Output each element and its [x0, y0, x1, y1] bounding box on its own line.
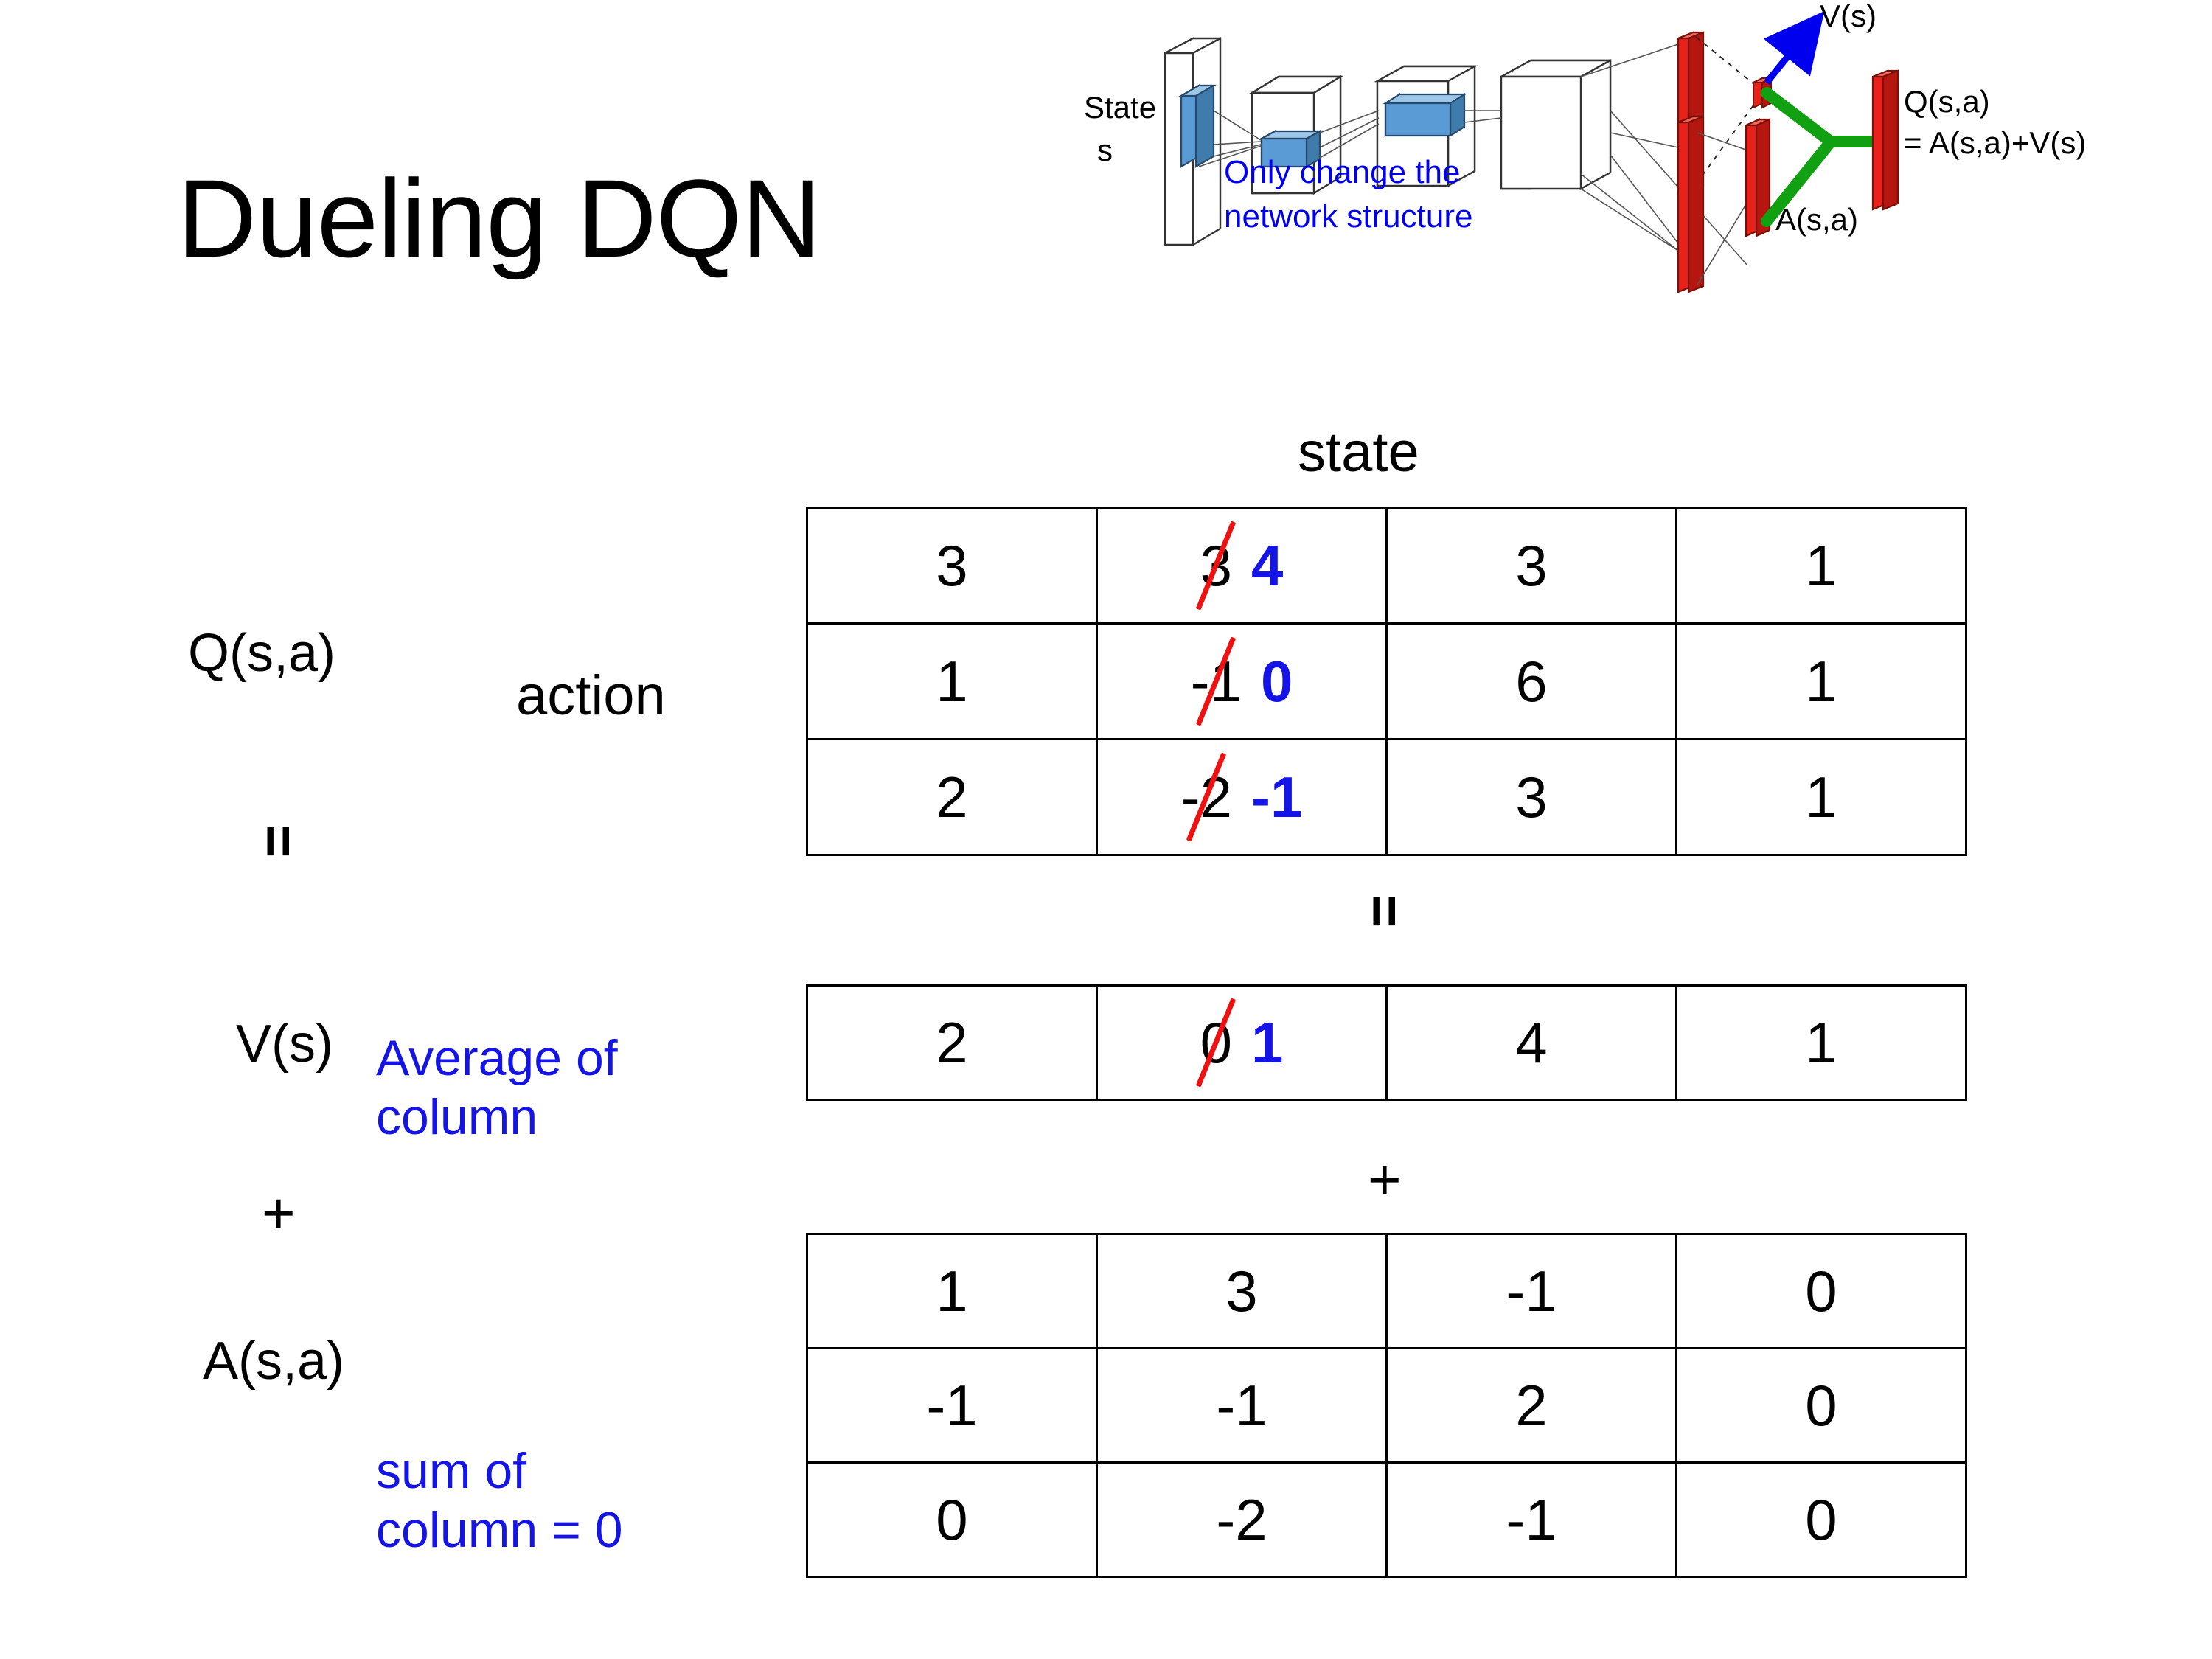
strikethrough-mark	[1196, 521, 1237, 611]
table-cell: -2	[1096, 1461, 1388, 1578]
struck-old-value: -1	[1191, 636, 1242, 726]
strikethrough-mark	[1196, 636, 1237, 726]
revised-value: 4	[1251, 532, 1284, 598]
diagram-note-line1: Only change the	[1224, 154, 1460, 190]
strikethrough-mark	[1186, 752, 1227, 842]
table-row: 20141	[806, 984, 1967, 1101]
plus-sign-center: +	[1368, 1147, 1402, 1212]
table-cell: 4	[1385, 984, 1677, 1101]
diagram-state-label-line1: State	[1084, 90, 1156, 125]
page-title: Dueling DQN	[177, 156, 821, 280]
table-cell: 3	[1096, 1233, 1388, 1349]
equals-sign-center: =	[1352, 894, 1418, 928]
struck-old-value: 0	[1196, 998, 1237, 1088]
axis-label-state: state	[1298, 421, 1419, 484]
table-cell: 0	[806, 1461, 1098, 1578]
table-cell: 0	[1675, 1461, 1967, 1578]
v-table-body: 20141	[806, 984, 1967, 1101]
table-row: 33431	[806, 507, 1967, 625]
table-cell: -1	[1385, 1233, 1677, 1349]
diagram-state-label-line2: s	[1097, 133, 1113, 167]
diagram-value-label: V(s)	[1820, 0, 1877, 33]
strikethrough-mark	[1196, 998, 1237, 1088]
diagram-advantage-label: A(s,a)	[1775, 202, 1858, 237]
table-cell: 1	[1675, 507, 1967, 625]
table-cell: 1	[806, 1233, 1098, 1349]
table-cell: 1	[1675, 738, 1967, 856]
sum-note-line1: sum of	[376, 1443, 527, 1499]
a-function-label: A(s,a)	[203, 1332, 345, 1391]
table-cell: 3	[1385, 507, 1677, 625]
table-cell: 3	[806, 507, 1098, 625]
table-cell: -1	[1096, 1347, 1388, 1464]
table-cell: -1 0	[1096, 622, 1388, 740]
struck-old-value: -2	[1181, 752, 1232, 842]
average-note-line2: column	[376, 1089, 538, 1146]
table-cell: 3	[1385, 738, 1677, 856]
revised-value: 0	[1260, 648, 1293, 714]
table-cell: 01	[1096, 984, 1388, 1101]
diagram-note-line2: network structure	[1224, 198, 1472, 234]
table-row: 2 -2 -1 31	[806, 738, 1967, 856]
table-cell: 34	[1096, 507, 1388, 625]
revised-value: -1	[1251, 764, 1303, 830]
table-cell: -1	[1385, 1461, 1677, 1578]
table-cell: -2 -1	[1096, 738, 1388, 856]
struck-old-value: 3	[1196, 521, 1237, 611]
revised-value: 1	[1251, 1009, 1284, 1075]
average-of-column-note: Average of column	[376, 1029, 723, 1147]
table-cell: 0	[1675, 1347, 1967, 1464]
table-cell: 2	[806, 738, 1098, 856]
dueling-network-diagram: V(s) A(s,a) Q(s,a) = A(s	[1084, 0, 2212, 413]
table-cell: 1	[806, 622, 1098, 740]
axis-label-action: action	[516, 664, 666, 727]
diagram-q-label-line2: = A(s,a)+V(s)	[1904, 125, 2086, 160]
v-value-table: 20141	[806, 984, 1967, 1101]
q-function-label: Q(s,a)	[188, 624, 336, 683]
plus-sign-left: +	[262, 1180, 296, 1245]
diagram-q-label-line1: Q(s,a)	[1904, 84, 1990, 119]
sum-of-column-note: sum of column = 0	[376, 1441, 730, 1559]
table-cell: 2	[1385, 1347, 1677, 1464]
equals-sign-left: =	[246, 824, 312, 858]
table-cell: 1	[1675, 622, 1967, 740]
v-function-label: V(s)	[236, 1015, 333, 1074]
sum-note-line2: column = 0	[376, 1502, 623, 1559]
table-cell: 6	[1385, 622, 1677, 740]
table-cell: -1	[806, 1347, 1098, 1464]
table-cell: 0	[1675, 1233, 1967, 1349]
average-note-line1: Average of	[376, 1030, 618, 1086]
table-cell: 1	[1675, 984, 1967, 1101]
table-cell: 2	[806, 984, 1098, 1101]
